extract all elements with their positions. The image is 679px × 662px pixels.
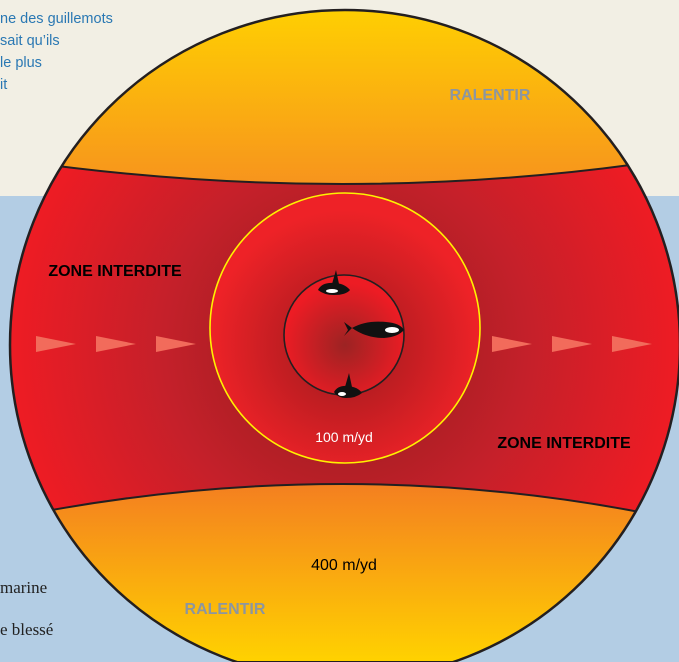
arrow-icon — [36, 336, 76, 352]
orca-icon — [344, 321, 404, 338]
bottom-paragraph-fragment: marine e blessé — [0, 567, 110, 651]
outer-distance-label: 400 m/yd — [311, 557, 377, 574]
inner-distance-label: 100 m/yd — [315, 429, 373, 445]
no-go-label-right: ZONE INTERDITE — [497, 435, 631, 452]
arrow-icon — [96, 336, 136, 352]
top-paragraph-fragment: ne des guillemots sait qu’ils le plus it — [0, 8, 200, 96]
slow-label-bottom: RALENTIR — [185, 601, 266, 618]
travel-direction-arrows — [36, 336, 652, 352]
top-paragraph-line: it — [0, 77, 8, 93]
top-paragraph-line: sait qu’ils — [0, 33, 60, 49]
arrow-icon — [552, 336, 592, 352]
outer-boundary-circle — [8, 8, 679, 662]
orca-icon — [334, 373, 362, 398]
arrow-icon — [156, 336, 196, 352]
arrow-icon — [492, 336, 532, 352]
bottom-paragraph-line: e blessé — [0, 620, 54, 639]
bottom-paragraph-line: marine — [0, 578, 48, 597]
orca-icon — [318, 270, 350, 295]
arrow-icon — [612, 336, 652, 352]
slow-zone-top — [10, 10, 679, 185]
top-paragraph-line: ne des guillemots — [0, 11, 113, 27]
slow-label-top: RALENTIR — [450, 87, 531, 104]
no-go-label-left: ZONE INTERDITE — [48, 263, 182, 280]
top-paragraph-line: le plus — [0, 55, 42, 71]
